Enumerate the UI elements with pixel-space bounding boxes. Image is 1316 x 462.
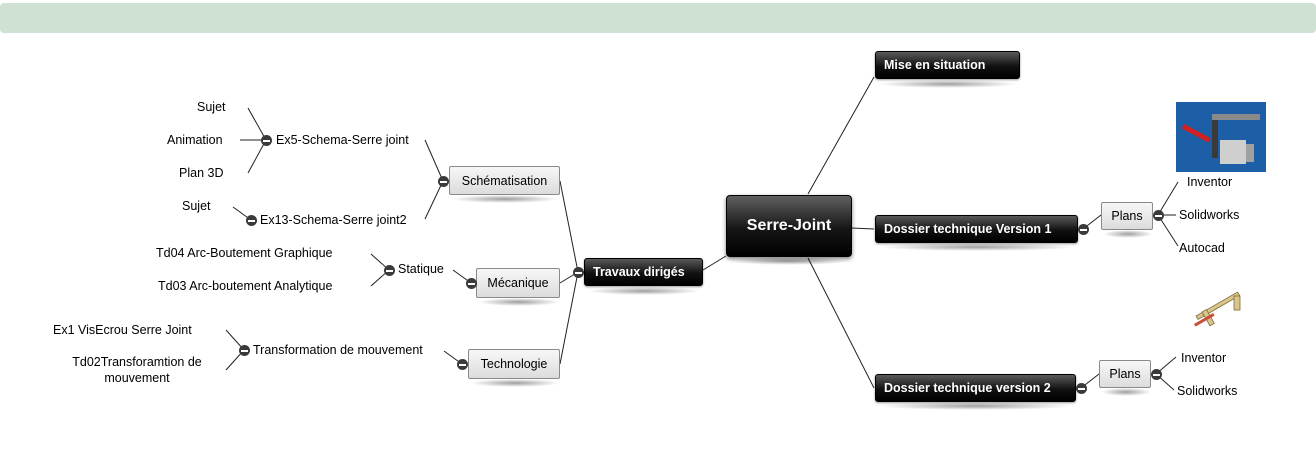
ex5-plan3d[interactable]: Plan 3D (179, 166, 224, 180)
link-travaux-schema (559, 180, 579, 273)
plans-v1-inventor[interactable]: Inventor (1187, 175, 1233, 189)
plans-v2-inventor[interactable]: Inventor (1181, 351, 1227, 365)
ex5-label[interactable]: Ex5-Schema-Serre joint (276, 133, 409, 147)
plans-v2-solidworks[interactable]: Solidworks (1177, 384, 1238, 398)
transformation-td02[interactable]: Td02Transforamtion de mouvement (72, 355, 202, 385)
statique-td03[interactable]: Td03 Arc-boutement Analytique (158, 279, 333, 293)
statique-td04[interactable]: Td04 Arc-Boutement Graphique (156, 246, 333, 260)
plans-v1-shadow (1103, 230, 1153, 238)
transformation-label[interactable]: Transformation de mouvement (253, 343, 423, 357)
schematisation-shadow (451, 195, 559, 203)
mecanique-collapse-icon[interactable] (466, 278, 477, 289)
mise-shadow (878, 80, 1018, 88)
plans-v2-collapse-icon[interactable] (1151, 369, 1162, 380)
technologie-shadow (470, 379, 560, 387)
dossier-v1-collapse-icon[interactable] (1078, 224, 1089, 235)
plans-v1-autocad[interactable]: Autocad (1179, 241, 1225, 255)
link-central-travaux (702, 255, 727, 271)
serre-joint-wireframe-thumbnail[interactable] (1188, 290, 1258, 338)
link-schema-ex5 (424, 139, 444, 182)
plans-v1-node[interactable]: Plans (1101, 202, 1153, 230)
link-ex5-sujet (247, 107, 267, 141)
schematisation-node[interactable]: Schématisation (449, 166, 560, 195)
dossier-v2-shadow (878, 402, 1074, 410)
central-node-shadow (730, 257, 848, 265)
transformation-collapse-icon[interactable] (239, 345, 250, 356)
link-schema-ex13 (424, 180, 444, 220)
plans-v1-solidworks[interactable]: Solidworks (1179, 208, 1240, 222)
ex5-collapse-icon[interactable] (261, 135, 272, 146)
ex13-collapse-icon[interactable] (246, 215, 257, 226)
ex13-label[interactable]: Ex13-Schema-Serre joint2 (260, 213, 407, 227)
dossier-v2-node[interactable]: Dossier technique version 2 (875, 374, 1076, 402)
link-central-dossier1 (851, 227, 875, 230)
statique-collapse-icon[interactable] (384, 265, 395, 276)
technologie-collapse-icon[interactable] (457, 359, 468, 370)
travaux-shadow (587, 287, 701, 295)
plans-v2-shadow (1101, 388, 1151, 396)
statique-label[interactable]: Statique (398, 262, 444, 276)
travaux-diriges-node[interactable]: Travaux dirigés (584, 258, 703, 286)
serre-joint-3d-thumbnail[interactable] (1176, 102, 1266, 172)
transformation-ex1[interactable]: Ex1 VisEcrou Serre Joint (53, 323, 192, 337)
mecanique-node[interactable]: Mécanique (476, 268, 560, 298)
ex5-sujet[interactable]: Sujet (197, 100, 226, 114)
dossier-v1-node[interactable]: Dossier technique Version 1 (875, 215, 1078, 243)
link-central-dossier2 (807, 257, 875, 389)
technologie-node[interactable]: Technologie (468, 349, 560, 379)
central-node[interactable]: Serre-Joint (726, 195, 852, 257)
link-ex5-plan3d (247, 139, 267, 174)
schematisation-collapse-icon[interactable] (438, 176, 449, 187)
link-central-mise (807, 76, 875, 195)
plans-v2-node[interactable]: Plans (1099, 360, 1151, 388)
ex5-animation[interactable]: Animation (167, 133, 223, 147)
ex13-sujet[interactable]: Sujet (182, 199, 211, 213)
link-travaux-techno (559, 271, 579, 365)
mecanique-shadow (478, 298, 560, 306)
plans-v1-collapse-icon[interactable] (1153, 210, 1164, 221)
mise-en-situation-node[interactable]: Mise en situation (875, 51, 1020, 79)
dossier-v2-collapse-icon[interactable] (1076, 383, 1087, 394)
link-plans1-inventor (1157, 181, 1179, 216)
dossier-v1-shadow (878, 243, 1076, 251)
top-bar (0, 3, 1316, 33)
travaux-collapse-icon[interactable] (573, 267, 584, 278)
